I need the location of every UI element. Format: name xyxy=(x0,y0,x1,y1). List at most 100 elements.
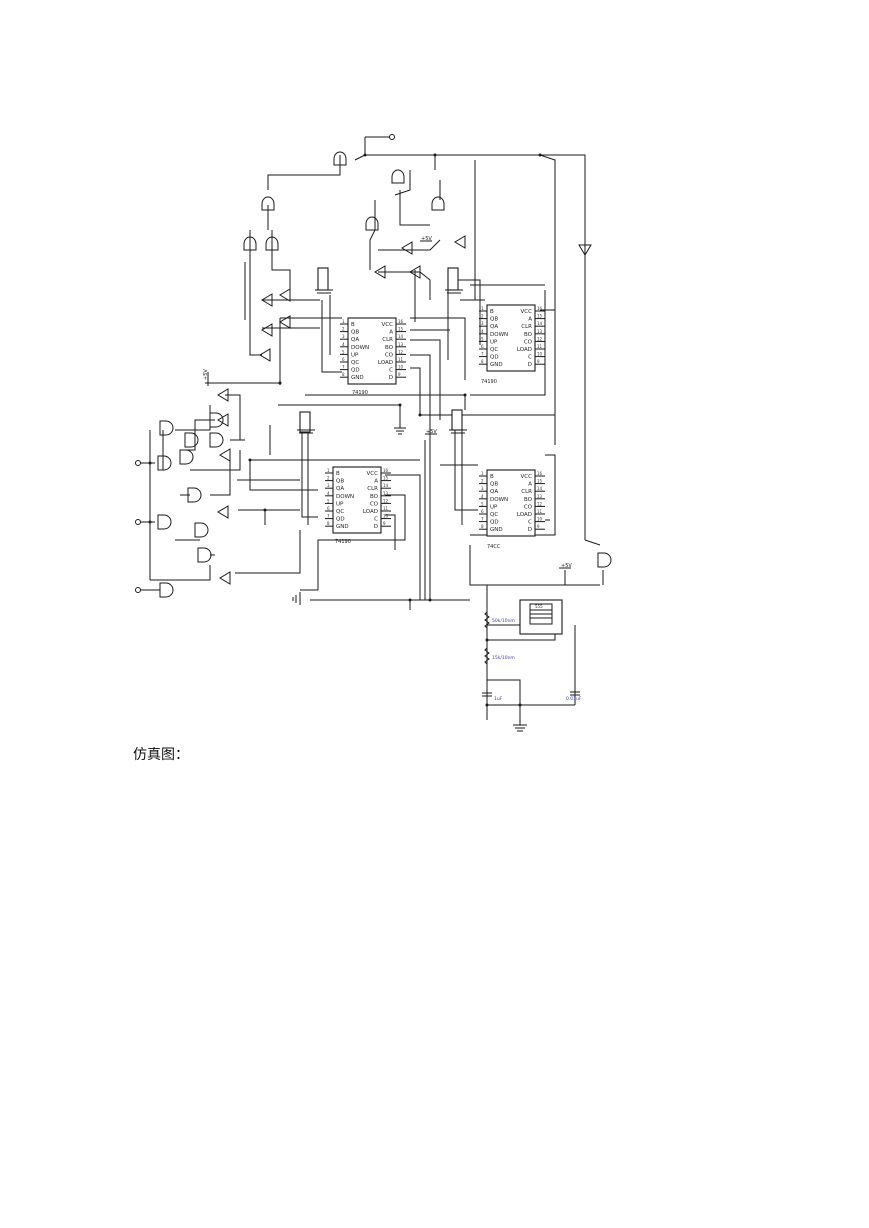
chip-74190-bottom-left: 1B2QB3QA4DOWN5UP6QC7QD8GND16VCC15A14CLR1… xyxy=(325,466,391,545)
pin-number: 8 xyxy=(481,524,484,529)
pin-label-left: DOWN xyxy=(490,332,508,338)
pin-number: 15 xyxy=(398,327,404,332)
pin-number: 16 xyxy=(537,471,543,476)
pin-number: 4 xyxy=(342,342,345,347)
pin-label-right: VCC xyxy=(521,474,533,480)
pin-number: 16 xyxy=(383,468,389,473)
chip-74190-top-right: 1B2QB3QA4DOWN5UP6QC7QD8GND16VCC15A14CLR1… xyxy=(479,304,545,385)
pin-number: 3 xyxy=(342,334,345,339)
pin-number: 12 xyxy=(398,349,404,354)
pin-label-right: VCC xyxy=(367,471,379,477)
pin-label-right: LOAD xyxy=(363,509,378,515)
chip-label: 74190 xyxy=(352,390,368,396)
pin-label-left: QA xyxy=(336,486,344,492)
pin-label-left: QD xyxy=(351,368,360,374)
pin-number: 12 xyxy=(383,498,389,503)
pin-number: 6 xyxy=(481,344,484,349)
pin-label-left: QB xyxy=(490,482,498,488)
pin-number: 7 xyxy=(327,514,330,519)
pin-label-right: CLR xyxy=(382,337,393,343)
pin-number: 3 xyxy=(327,483,330,488)
pin-number: 2 xyxy=(481,314,484,319)
pin-label-right: CO xyxy=(370,501,379,507)
pin-label-right: VCC xyxy=(382,322,394,328)
pin-label-left: QD xyxy=(336,517,345,523)
pin-number: 9 xyxy=(398,372,401,377)
timer-555: 555 xyxy=(519,599,563,635)
pin-label-left: DOWN xyxy=(351,345,369,351)
r1-value: 50k/10nm xyxy=(492,618,515,624)
svg-text:555: 555 xyxy=(535,604,543,609)
pin-label-left: QB xyxy=(351,330,359,336)
pin-label-right: CLR xyxy=(521,489,532,495)
pin-label-right: D xyxy=(389,375,393,381)
pin-number: 13 xyxy=(537,494,543,499)
pin-label-left: QC xyxy=(351,360,359,366)
pin-number: 1 xyxy=(481,471,484,476)
pin-number: 2 xyxy=(342,327,345,332)
pin-label-right: LOAD xyxy=(517,512,532,518)
pin-label-left: B xyxy=(336,471,340,477)
pin-label-left: QD xyxy=(490,355,499,361)
ground-symbols xyxy=(292,425,527,732)
vcc-label: +5V xyxy=(421,236,432,242)
vcc-label: +5V xyxy=(203,369,209,380)
pin-label-right: LOAD xyxy=(517,347,532,353)
pin-label-right: A xyxy=(374,479,378,485)
chip-label: 74190 xyxy=(335,539,351,545)
pin-label-right: CLR xyxy=(367,486,378,492)
pin-number: 5 xyxy=(481,501,484,506)
c2-value: 0.01uF xyxy=(566,696,582,702)
pin-number: 16 xyxy=(537,306,543,311)
pin-number: 4 xyxy=(481,494,484,499)
pin-number: 14 xyxy=(537,486,543,491)
pin-number: 3 xyxy=(481,486,484,491)
pin-number: 6 xyxy=(481,509,484,514)
pin-label-left: GND xyxy=(490,527,503,533)
c1-value: 1uF xyxy=(494,696,503,702)
pin-label-left: QC xyxy=(336,509,344,515)
pin-label-right: BO xyxy=(370,494,379,500)
pin-label-right: D xyxy=(374,524,378,530)
pin-number: 5 xyxy=(342,349,345,354)
pin-number: 16 xyxy=(398,319,404,324)
pin-label-right: C xyxy=(528,355,532,361)
pin-label-left: QA xyxy=(490,324,498,330)
pin-number: 1 xyxy=(481,306,484,311)
pin-label-left: B xyxy=(490,474,494,480)
pin-number: 13 xyxy=(383,491,389,496)
pin-number: 8 xyxy=(481,359,484,364)
pin-number: 13 xyxy=(537,329,543,334)
pin-number: 9 xyxy=(383,521,386,526)
pin-label-left: B xyxy=(351,322,355,328)
pin-label-left: UP xyxy=(490,504,498,510)
pin-label-right: A xyxy=(528,482,532,488)
pin-label-left: QB xyxy=(336,479,344,485)
r2-value: 15k/10nm xyxy=(492,655,515,661)
pin-number: 11 xyxy=(537,509,543,514)
pin-number: 10 xyxy=(398,365,404,370)
pin-label-left: GND xyxy=(336,524,349,530)
pin-label-right: CO xyxy=(385,352,394,358)
pin-label-left: QC xyxy=(490,512,498,518)
pin-label-left: UP xyxy=(490,339,498,345)
pin-number: 11 xyxy=(383,506,389,511)
chip-label: 74CC xyxy=(487,544,501,550)
pin-label-right: C xyxy=(528,520,532,526)
pin-number: 13 xyxy=(398,342,404,347)
pin-number: 7 xyxy=(481,352,484,357)
pin-label-left: UP xyxy=(351,352,359,358)
pin-number: 1 xyxy=(327,468,330,473)
pin-label-right: D xyxy=(528,362,532,368)
pin-label-right: BO xyxy=(524,332,533,338)
pin-label-right: CLR xyxy=(521,324,532,330)
pin-number: 4 xyxy=(481,329,484,334)
vcc-label: +5V xyxy=(426,429,437,435)
pin-number: 15 xyxy=(383,476,389,481)
pin-label-left: GND xyxy=(490,362,503,368)
pin-number: 15 xyxy=(537,479,543,484)
pin-number: 9 xyxy=(537,359,540,364)
pin-label-right: VCC xyxy=(521,309,533,315)
vcc-label: +5V xyxy=(561,563,572,569)
wires xyxy=(140,134,604,725)
